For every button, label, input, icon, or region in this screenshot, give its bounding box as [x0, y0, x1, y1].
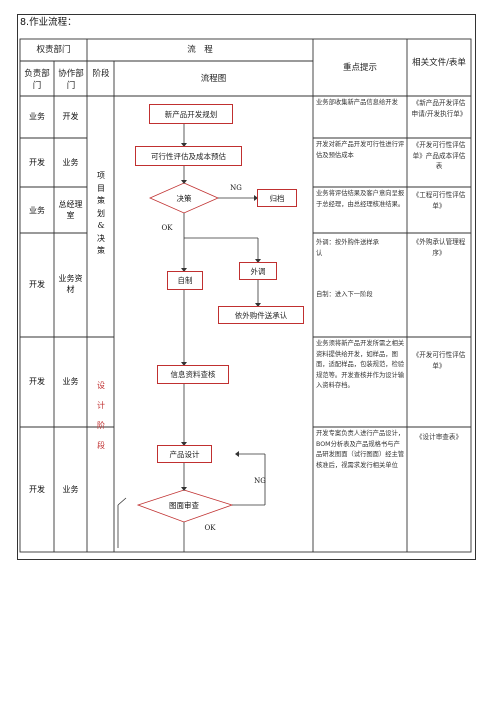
- header-related-docs: 相关文件/表单: [412, 58, 466, 68]
- flow-outsource: 外调: [239, 262, 277, 280]
- row2-note: 开发对新产品开发可行性进行评估及预估成本: [316, 141, 405, 159]
- process-frame: [17, 14, 476, 560]
- row1-note: 业务部收集新产品信息给开发: [316, 99, 398, 106]
- row5-doc: 《开发可行性评估单》: [412, 351, 466, 370]
- row6-note: 开发专案负责人进行产品设计，BOM分析表及产品规格书与产品研发图面（试行图面）经…: [316, 430, 405, 469]
- row5-note: 业务须将新产品开发所需之相关资料提供给开发，如样品，图面，适配样品，包装规范，检…: [316, 340, 405, 389]
- header-lead-dept: 负责部门: [24, 69, 50, 91]
- flow-ng1: NG: [230, 184, 242, 192]
- row6-lead: 开发: [29, 485, 45, 494]
- row3-note: 业务将评估结果及客户意向呈报于总经理，由总经理核准结果。: [316, 190, 405, 208]
- section-title: 8.作业流程：: [20, 17, 77, 28]
- stage-design: 设计阶段: [97, 381, 105, 450]
- flow-archive: 归档: [257, 189, 297, 207]
- row2-doc: 《开发可行性评估单》产品成本评估表: [412, 141, 466, 170]
- flow-decision: 决策: [176, 194, 192, 203]
- header-flowchart: 流程图: [200, 74, 227, 84]
- row5-lead: 开发: [29, 377, 45, 386]
- row5-assist: 业务: [62, 377, 79, 386]
- row1-assist: 开发: [62, 112, 79, 121]
- flow-product-design: 产品设计: [157, 445, 212, 463]
- row3-doc: 《工程可行性评估单》: [412, 191, 466, 210]
- row1-lead: 业务: [29, 112, 45, 121]
- stage-project: 项目策划&决策: [97, 171, 105, 255]
- header-stage: 阶段: [92, 69, 110, 79]
- row1-doc: 《新产品开发评估申请/开发执行单》: [411, 99, 467, 118]
- header-process: 流 程: [187, 45, 213, 55]
- row4-note: 外调：按外购件送样承认: [316, 239, 379, 257]
- row3-assist: 总经理室: [58, 200, 83, 220]
- row2-assist: 业务: [62, 158, 79, 167]
- flow-ng2: NG: [254, 477, 266, 485]
- flow-new-product: 新产品开发规划: [149, 104, 233, 124]
- flow-self-made: 自制: [167, 271, 203, 290]
- row4-doc: 《外购承认管理程序》: [412, 238, 466, 257]
- flow-purchase-sample: 依外购件送承认: [218, 306, 304, 324]
- header-key-points: 重点提示: [342, 63, 377, 73]
- flow-feasibility: 可行性评估及成本预估: [135, 146, 242, 166]
- row2-lead: 开发: [29, 158, 45, 167]
- flow-info-check: 信息资料查核: [157, 365, 229, 384]
- row6-assist: 业务: [62, 485, 79, 494]
- row4-lead: 开发: [29, 280, 45, 289]
- header-assist-dept: 协作部门: [58, 69, 84, 91]
- flow-drawing-review: 图面审查: [169, 501, 199, 510]
- row3-lead: 业务: [29, 206, 45, 215]
- header-responsible-dept: 权责部门: [36, 45, 71, 55]
- row4-assist: 业务资材: [58, 274, 83, 294]
- row6-doc: 《设计审查表》: [415, 433, 463, 441]
- flow-ok2: OK: [204, 524, 216, 532]
- flow-ok1: OK: [161, 224, 173, 232]
- row4-note2: 自制：进入下一阶段: [316, 291, 373, 298]
